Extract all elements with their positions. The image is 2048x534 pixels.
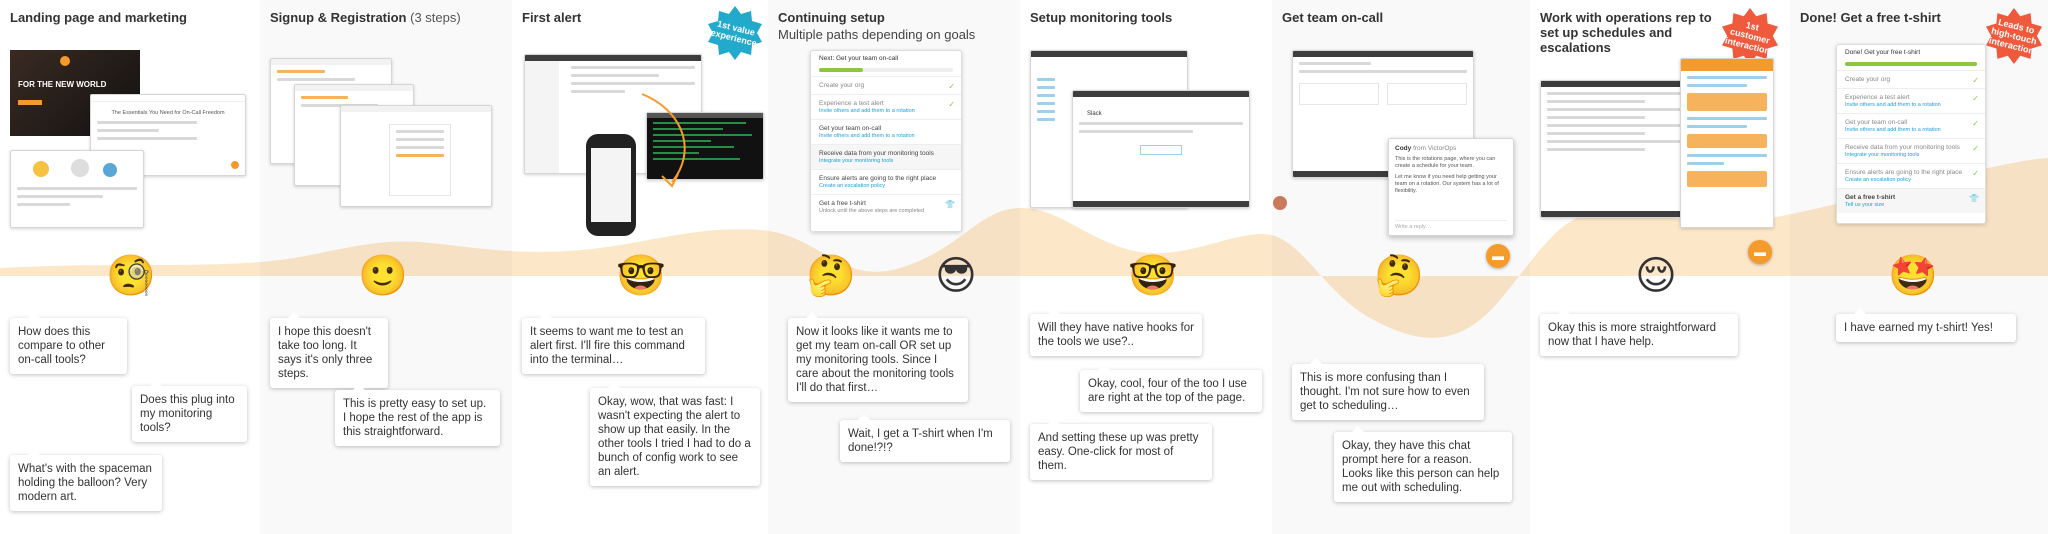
t-shirt-icon: 👕 — [945, 200, 955, 209]
star-struck-icon: 🤩 — [1888, 253, 1938, 299]
checklist-progress — [819, 68, 953, 72]
stage-continuing-setup: Continuing setup Multiple paths dependin… — [768, 0, 1020, 534]
stage-title: Setup monitoring tools — [1030, 10, 1173, 25]
stage-landing: Landing page and marketing FOR THE NEW W… — [0, 0, 260, 534]
schedules-screenshot — [1540, 80, 1692, 218]
onboarding-checklist: Done! Get your free t-shirt Create your … — [1836, 44, 1986, 224]
thought-bubble: How does this compare to other on-call t… — [10, 312, 127, 374]
stage-monitoring-tools: Setup monitoring tools Slack 🤓 Will they… — [1020, 0, 1272, 534]
stage-title: First alert — [522, 10, 582, 25]
stage-signup: Signup & Registration (3 steps) 🙂 I hope… — [260, 0, 512, 534]
thought-bubble: I have earned my t-shirt! Yes! — [1836, 308, 2016, 342]
stage-title: Continuing setup — [778, 10, 885, 25]
check-icon: ✓ — [1972, 76, 1979, 85]
chat-message: This is the rotations page, where you ca… — [1395, 156, 1496, 169]
chat-window: Cody from VictorOps This is the rotation… — [1388, 138, 1514, 236]
slack-label: Slack — [1087, 111, 1102, 117]
value-experience-badge: 1st value experience — [708, 6, 762, 60]
chat-reply-input[interactable]: Write a reply… — [1395, 220, 1507, 230]
check-icon: ✓ — [1972, 94, 1979, 103]
flow-arrow — [641, 93, 686, 188]
thought-bubble: And setting these up was pretty easy. On… — [1030, 418, 1212, 480]
high-touch-badge: Leads to high-touch interaction — [1986, 8, 2042, 64]
rep-chat-window — [1680, 58, 1774, 228]
stage-operations-rep: Work with operations rep to set up sched… — [1530, 0, 1790, 534]
thinking-face-icon: 🤔 — [806, 253, 856, 299]
stage-title: Get team on-call — [1282, 10, 1384, 25]
checklist-item[interactable]: Create your org✓ — [1837, 70, 1985, 88]
thought-bubble: Okay, they have this chat prompt here fo… — [1334, 426, 1512, 502]
thought-bubble: Okay, wow, that was fast: I wasn't expec… — [590, 382, 760, 486]
thought-bubble: Okay this is more straightforward now th… — [1540, 308, 1738, 356]
thought-bubble: What's with the spaceman holding the bal… — [10, 449, 162, 511]
thought-bubble: Does this plug into my monitoring tools? — [132, 380, 247, 442]
phone-notification-screenshot — [586, 134, 636, 236]
stage-title: Signup & Registration (3 steps) — [270, 10, 461, 25]
checklist-item[interactable]: Create your org✓ — [811, 76, 961, 94]
nerd-face-icon: 🤓 — [616, 253, 666, 299]
thought-bubble: Okay, cool, four of the too I use are ri… — [1080, 364, 1262, 412]
check-icon: ✓ — [1972, 169, 1979, 178]
customer-interaction-badge: 1st customer interaction — [1722, 8, 1778, 64]
slightly-smiling-face-icon: 🙂 — [358, 253, 408, 299]
slack-integration-screenshot: Slack — [1072, 90, 1250, 208]
stage-title: Work with operations rep to set up sched… — [1540, 10, 1712, 55]
checklist-item[interactable]: Ensure alerts are going to the right pla… — [1837, 163, 1985, 188]
landing-headline: FOR THE NEW WORLD — [18, 80, 107, 89]
checklist-header: Done! Get your free t-shirt — [1845, 49, 1921, 56]
nerd-face-icon: 🤓 — [1128, 253, 1178, 299]
check-icon: ✓ — [948, 100, 955, 109]
stage-title: Landing page and marketing — [10, 10, 187, 25]
check-icon: ✓ — [1972, 119, 1979, 128]
t-shirt-icon: 👕 — [1969, 194, 1979, 203]
checklist-item[interactable]: Ensure alerts are going to the right pla… — [811, 169, 961, 194]
check-icon: ✓ — [948, 82, 955, 91]
thought-bubble: It seems to want me to test an alert fir… — [522, 312, 705, 374]
thought-bubble: I hope this doesn't take too long. It sa… — [270, 312, 388, 388]
chat-message: Let me know if you need help getting you… — [1395, 174, 1499, 194]
chat-bubble-icon[interactable]: ▬ — [1748, 240, 1772, 264]
stage-subtitle: Multiple paths depending on goals — [778, 27, 976, 42]
relieved-face-icon: 😌 — [1635, 253, 1677, 299]
stage-done: Done! Get a free t-shirt Leads to high-t… — [1790, 0, 2048, 534]
checklist-header: Next: Get your team on-call — [819, 55, 899, 62]
thought-bubble: Now it looks like it wants me to get my … — [788, 312, 968, 402]
thought-bubble: Wait, I get a T-shirt when I'm done!?!? — [840, 414, 1010, 462]
features-page-screenshot: The Essentials You Need for On-Call Free… — [90, 94, 246, 176]
thought-bubble: This is more confusing than I thought. I… — [1292, 358, 1484, 420]
terminal-screenshot — [646, 112, 764, 180]
avatar — [1273, 196, 1287, 210]
face-with-monocle-icon: 🧐 — [106, 253, 156, 299]
features-grid-screenshot — [10, 150, 144, 228]
features-headline: The Essentials You Need for On-Call Free… — [111, 110, 225, 116]
thought-bubble: Will they have native hooks for the tool… — [1030, 308, 1202, 356]
smiling-face-with-sunglasses-icon: 😎 — [935, 253, 977, 299]
warning-icon — [33, 161, 49, 177]
stage-team-on-call: Get team on-call Cody from VictorOps Thi… — [1272, 0, 1530, 534]
onboarding-checklist: Next: Get your team on-call Create your … — [810, 50, 962, 232]
thought-bubble: This is pretty easy to set up. I hope th… — [335, 384, 500, 446]
chat-bubble-icon[interactable]: ▬ — [1486, 244, 1510, 268]
checklist-progress — [1845, 62, 1977, 66]
stage-title: Done! Get a free t-shirt — [1800, 10, 1941, 25]
signup-step-3-screenshot — [340, 105, 492, 207]
stage-first-alert: First alert 1st value experience 🤓 It se… — [512, 0, 768, 534]
check-icon: ✓ — [1972, 144, 1979, 153]
thinking-face-icon: 🤔 — [1374, 253, 1424, 299]
